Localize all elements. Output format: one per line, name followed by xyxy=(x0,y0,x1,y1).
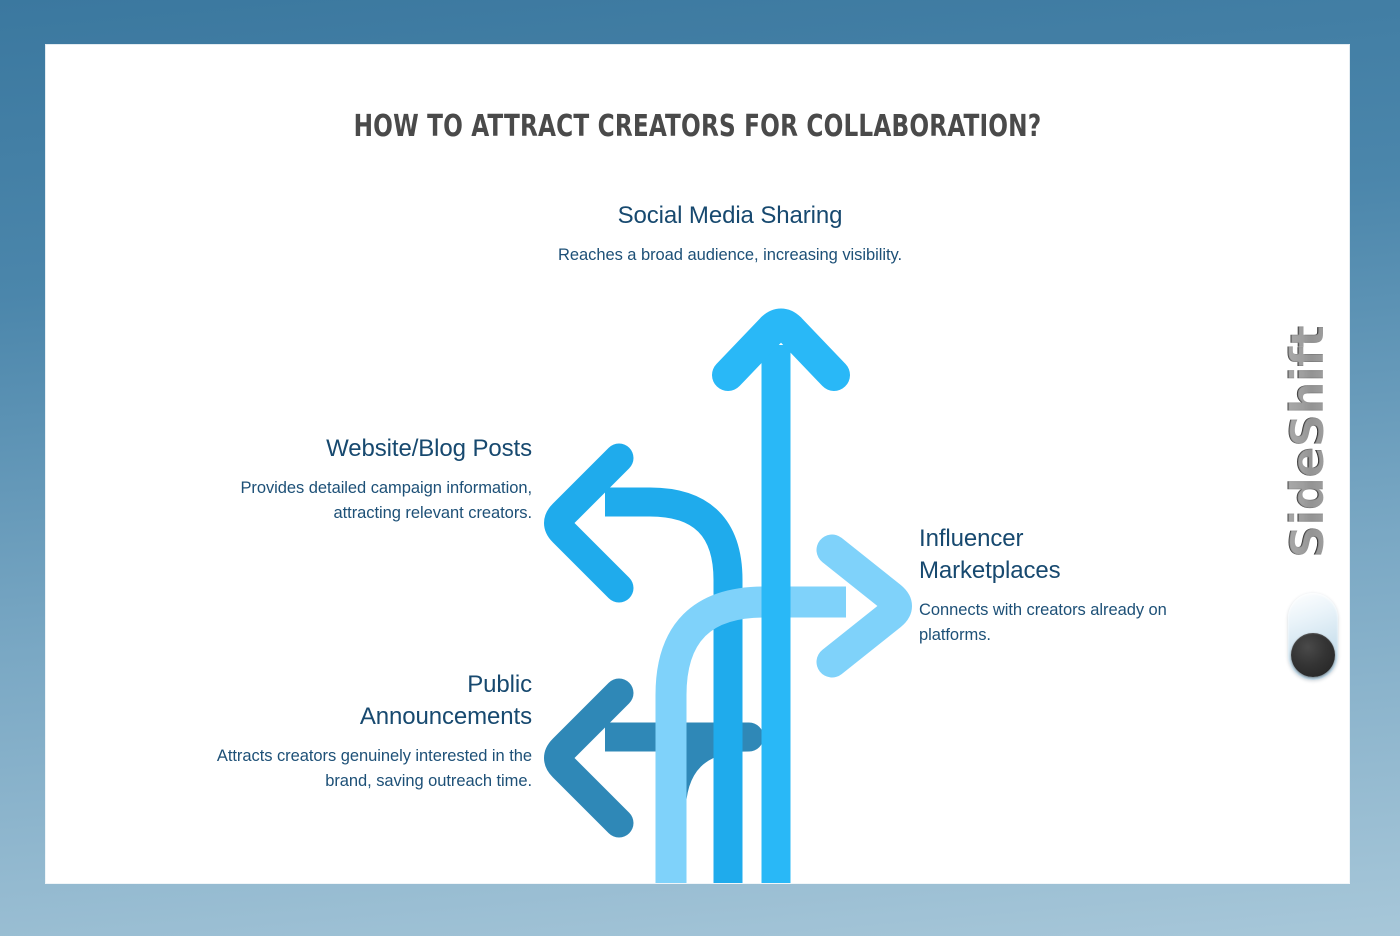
branch-heading-public-line2: Announcements xyxy=(359,703,532,731)
arrow-public-announcements xyxy=(544,678,764,883)
branch-description-website: Provides detailed campaign information, … xyxy=(240,479,532,522)
branch-label-influencer: Influencer Marketplaces Connects with cr… xyxy=(919,523,1219,647)
infographic-card: HOW TO ATTRACT CREATORS FOR COLLABORATIO… xyxy=(46,45,1349,883)
arrow-influencer-marketplaces xyxy=(655,534,912,883)
arrow-website-blog xyxy=(544,443,743,883)
branch-heading-website: Website/Blog Posts xyxy=(326,435,532,462)
branch-heading-influencer-line1: Influencer xyxy=(919,525,1024,552)
toggle-knob xyxy=(1291,633,1335,677)
branch-label-social: Social Media Sharing Reaches a broad aud… xyxy=(544,200,916,268)
toggle-switch-icon[interactable] xyxy=(1288,593,1338,680)
branch-heading-influencer-line2: Marketplaces xyxy=(919,557,1061,585)
arrow-right-icon-influencer xyxy=(816,534,912,678)
branch-description-public: Attracts creators genuinely interested i… xyxy=(216,747,532,790)
branch-heading-social: Social Media Sharing xyxy=(617,202,843,229)
arrow-left-icon-public xyxy=(544,678,634,838)
arrow-up-icon-social xyxy=(712,308,850,391)
branch-description-influencer: Connects with creators already on platfo… xyxy=(919,601,1167,644)
branch-label-public: Public Announcements Attracts creators g… xyxy=(214,669,532,793)
page-title: HOW TO ATTRACT CREATORS FOR COLLABORATIO… xyxy=(353,109,1042,144)
branch-label-website: Website/Blog Posts Provides detailed cam… xyxy=(214,433,532,525)
branch-heading-public-line1: Public xyxy=(467,671,532,698)
arrow-social-media xyxy=(712,308,850,883)
arrow-left-icon-website xyxy=(544,443,634,603)
branch-description-social: Reaches a broad audience, increasing vis… xyxy=(558,246,902,265)
